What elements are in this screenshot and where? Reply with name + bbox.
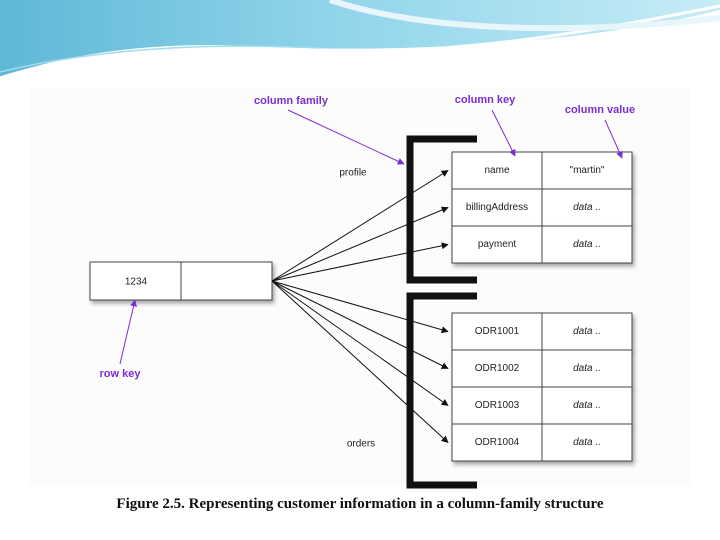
column-key-label: name (484, 165, 509, 176)
column-arrow (271, 206, 449, 282)
annotation-pointer-column-value (604, 119, 623, 159)
annotation-row-key: row key (100, 368, 142, 380)
annotation-pointer-column-family (287, 109, 405, 165)
column-value-label: data .. (573, 363, 601, 374)
column-cell-row: ODR1002 data .. (451, 349, 633, 388)
column-cell-row: ODR1001 data .. (451, 312, 633, 351)
column-arrow (271, 280, 449, 334)
column-arrow (271, 280, 449, 443)
row-key-box: 1234 (89, 261, 273, 301)
column-key-label: ODR1003 (475, 400, 520, 411)
column-value-label: data .. (573, 400, 601, 411)
header-banner (0, 0, 720, 80)
column-value-label: data .. (573, 437, 601, 448)
column-cell-row: ODR1004 data .. (451, 423, 633, 462)
column-value-label: data .. (573, 239, 601, 250)
column-arrow (271, 242, 449, 282)
column-key-label: ODR1004 (475, 437, 520, 448)
annotation-column-family: column family (254, 95, 329, 107)
column-family-label: orders (347, 439, 375, 450)
column-key-label: billingAddress (466, 202, 528, 213)
annotations: column family column key column value row k… (100, 94, 636, 380)
column-key-label: ODR1002 (475, 363, 520, 374)
annotation-column-key: column key (455, 94, 516, 106)
row-key-label: 1234 (125, 277, 148, 288)
column-value-label: data .. (573, 326, 601, 337)
column-arrow (271, 280, 449, 406)
column-cell-row: billingAddress data .. (451, 188, 633, 227)
column-value-label: data .. (573, 202, 601, 213)
column-cell-row: name "martin" (451, 151, 633, 190)
annotation-column-value: column value (565, 104, 635, 116)
column-key-label: ODR1001 (475, 326, 520, 337)
column-value-label: "martin" (570, 165, 605, 176)
annotation-pointer-row-key (119, 299, 137, 365)
column-family-label: profile (339, 168, 367, 179)
figure-caption: Figure 2.5. Representing customer inform… (116, 496, 604, 512)
column-family-profile: profile name "martin" billingAddress data ..… (271, 135, 633, 284)
column-cell-row: payment data .. (451, 225, 633, 264)
column-family-bracket (406, 292, 477, 489)
column-key-label: payment (478, 239, 517, 250)
column-arrow (271, 280, 449, 369)
column-family-diagram: 1234 profile name "martin" billingAddress dat… (89, 94, 636, 489)
annotation-pointer-column-key (491, 109, 516, 157)
column-family-bracket (406, 135, 477, 284)
column-arrow (271, 170, 449, 282)
column-cell-row: ODR1003 data .. (451, 386, 633, 425)
